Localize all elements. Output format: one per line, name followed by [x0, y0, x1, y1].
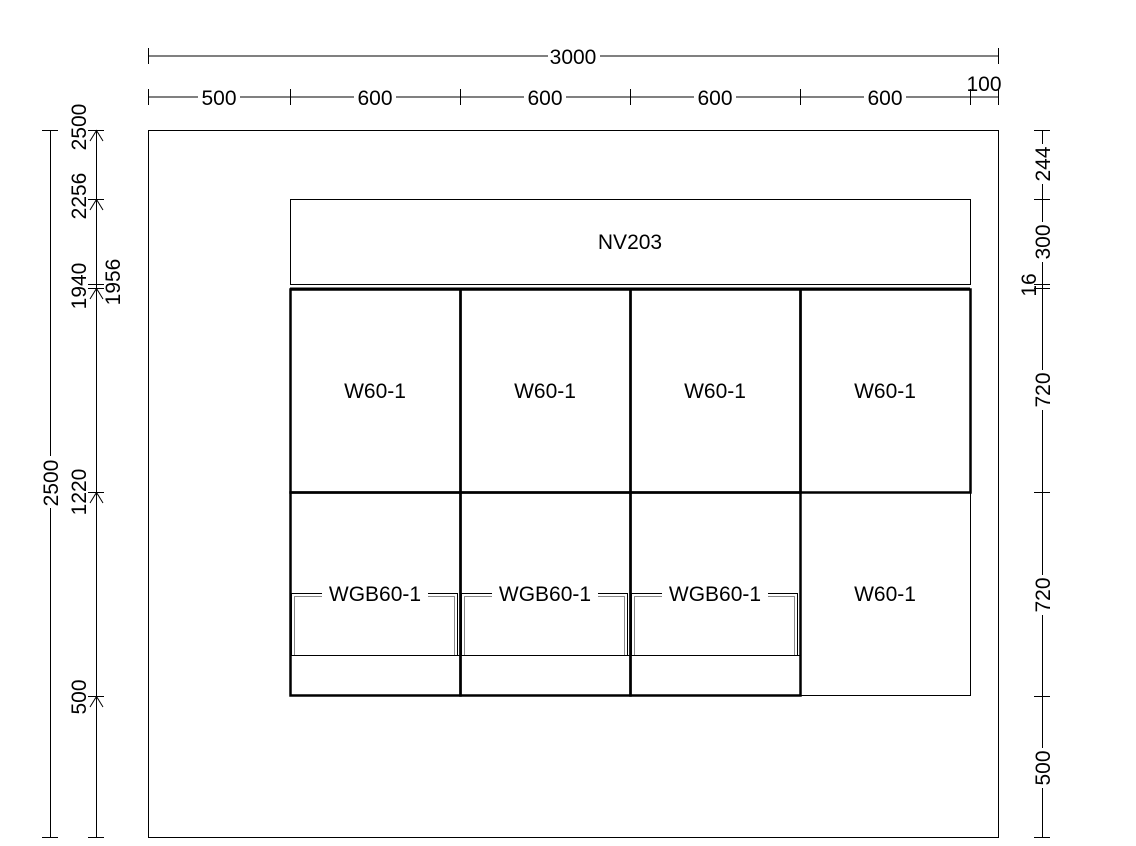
top-segment-dimension: 500 600 600 600 600 100 [148, 73, 1002, 110]
left-overall-dimension: 2500 [39, 130, 63, 838]
level-label: 500 [68, 679, 91, 714]
cabinet-label: W60-1 [854, 583, 916, 606]
level-label: 1220 [68, 469, 91, 516]
dimension-label: 500 [1032, 750, 1055, 785]
dimension-label: 720 [1032, 372, 1055, 407]
cabinet-label: NV203 [598, 231, 662, 254]
cabinet-w60-1[interactable]: W60-1 [459, 288, 632, 494]
level-label: 2256 [68, 173, 91, 220]
cabinet-label: W60-1 [684, 380, 746, 403]
top-overall-dimension: 3000 [148, 45, 999, 69]
dimension-label: 3000 [550, 46, 597, 69]
dimension-label: 600 [527, 87, 562, 110]
upper-row: W60-1 W60-1 W60-1 W60-1 [289, 288, 972, 494]
right-segment-dimension: 244 300 16 720 720 500 [1018, 130, 1055, 838]
dimension-label: 720 [1032, 577, 1055, 612]
cabinet-label: W60-1 [854, 380, 916, 403]
cabinet-w60-1[interactable]: W60-1 [799, 288, 972, 494]
dimension-label: 300 [1032, 224, 1055, 259]
dimension-label: 100 [966, 73, 1001, 96]
cabinet-label: WGB60-1 [669, 583, 761, 606]
cabinet-wgb60-1[interactable]: WGB60-1 [629, 491, 802, 697]
dimension-label: 600 [357, 87, 392, 110]
level-label: 2500 [68, 104, 91, 151]
cabinet-w60-1[interactable]: W60-1 [289, 288, 462, 494]
lower-row: WGB60-1 WGB60-1 WGB60-1 W60-1 [289, 491, 971, 697]
level-label: 1940 [68, 263, 91, 310]
level-label: 1956 [102, 259, 125, 306]
cabinet-label: W60-1 [344, 380, 406, 403]
dimension-label: 500 [201, 87, 236, 110]
dimension-label: 2500 [40, 460, 63, 507]
dimension-label: 244 [1032, 146, 1055, 181]
dimension-label: 16 [1018, 273, 1041, 296]
wall-outline [148, 130, 999, 838]
cabinet-label: WGB60-1 [329, 583, 421, 606]
dimension-label: 600 [867, 87, 902, 110]
cabinet-w60-1[interactable]: W60-1 [800, 492, 971, 696]
dimension-label: 600 [697, 87, 732, 110]
cabinet-wgb60-1[interactable]: WGB60-1 [289, 491, 462, 697]
cabinet-label: W60-1 [514, 380, 576, 403]
left-level-dimension: 2500 2256 1956 1940 1220 500 [68, 104, 125, 838]
cabinet-label: WGB60-1 [499, 583, 591, 606]
cabinet-nv203[interactable]: NV203 [290, 199, 971, 289]
cabinet-w60-1[interactable]: W60-1 [629, 288, 802, 494]
cabinet-wgb60-1[interactable]: WGB60-1 [459, 491, 632, 697]
